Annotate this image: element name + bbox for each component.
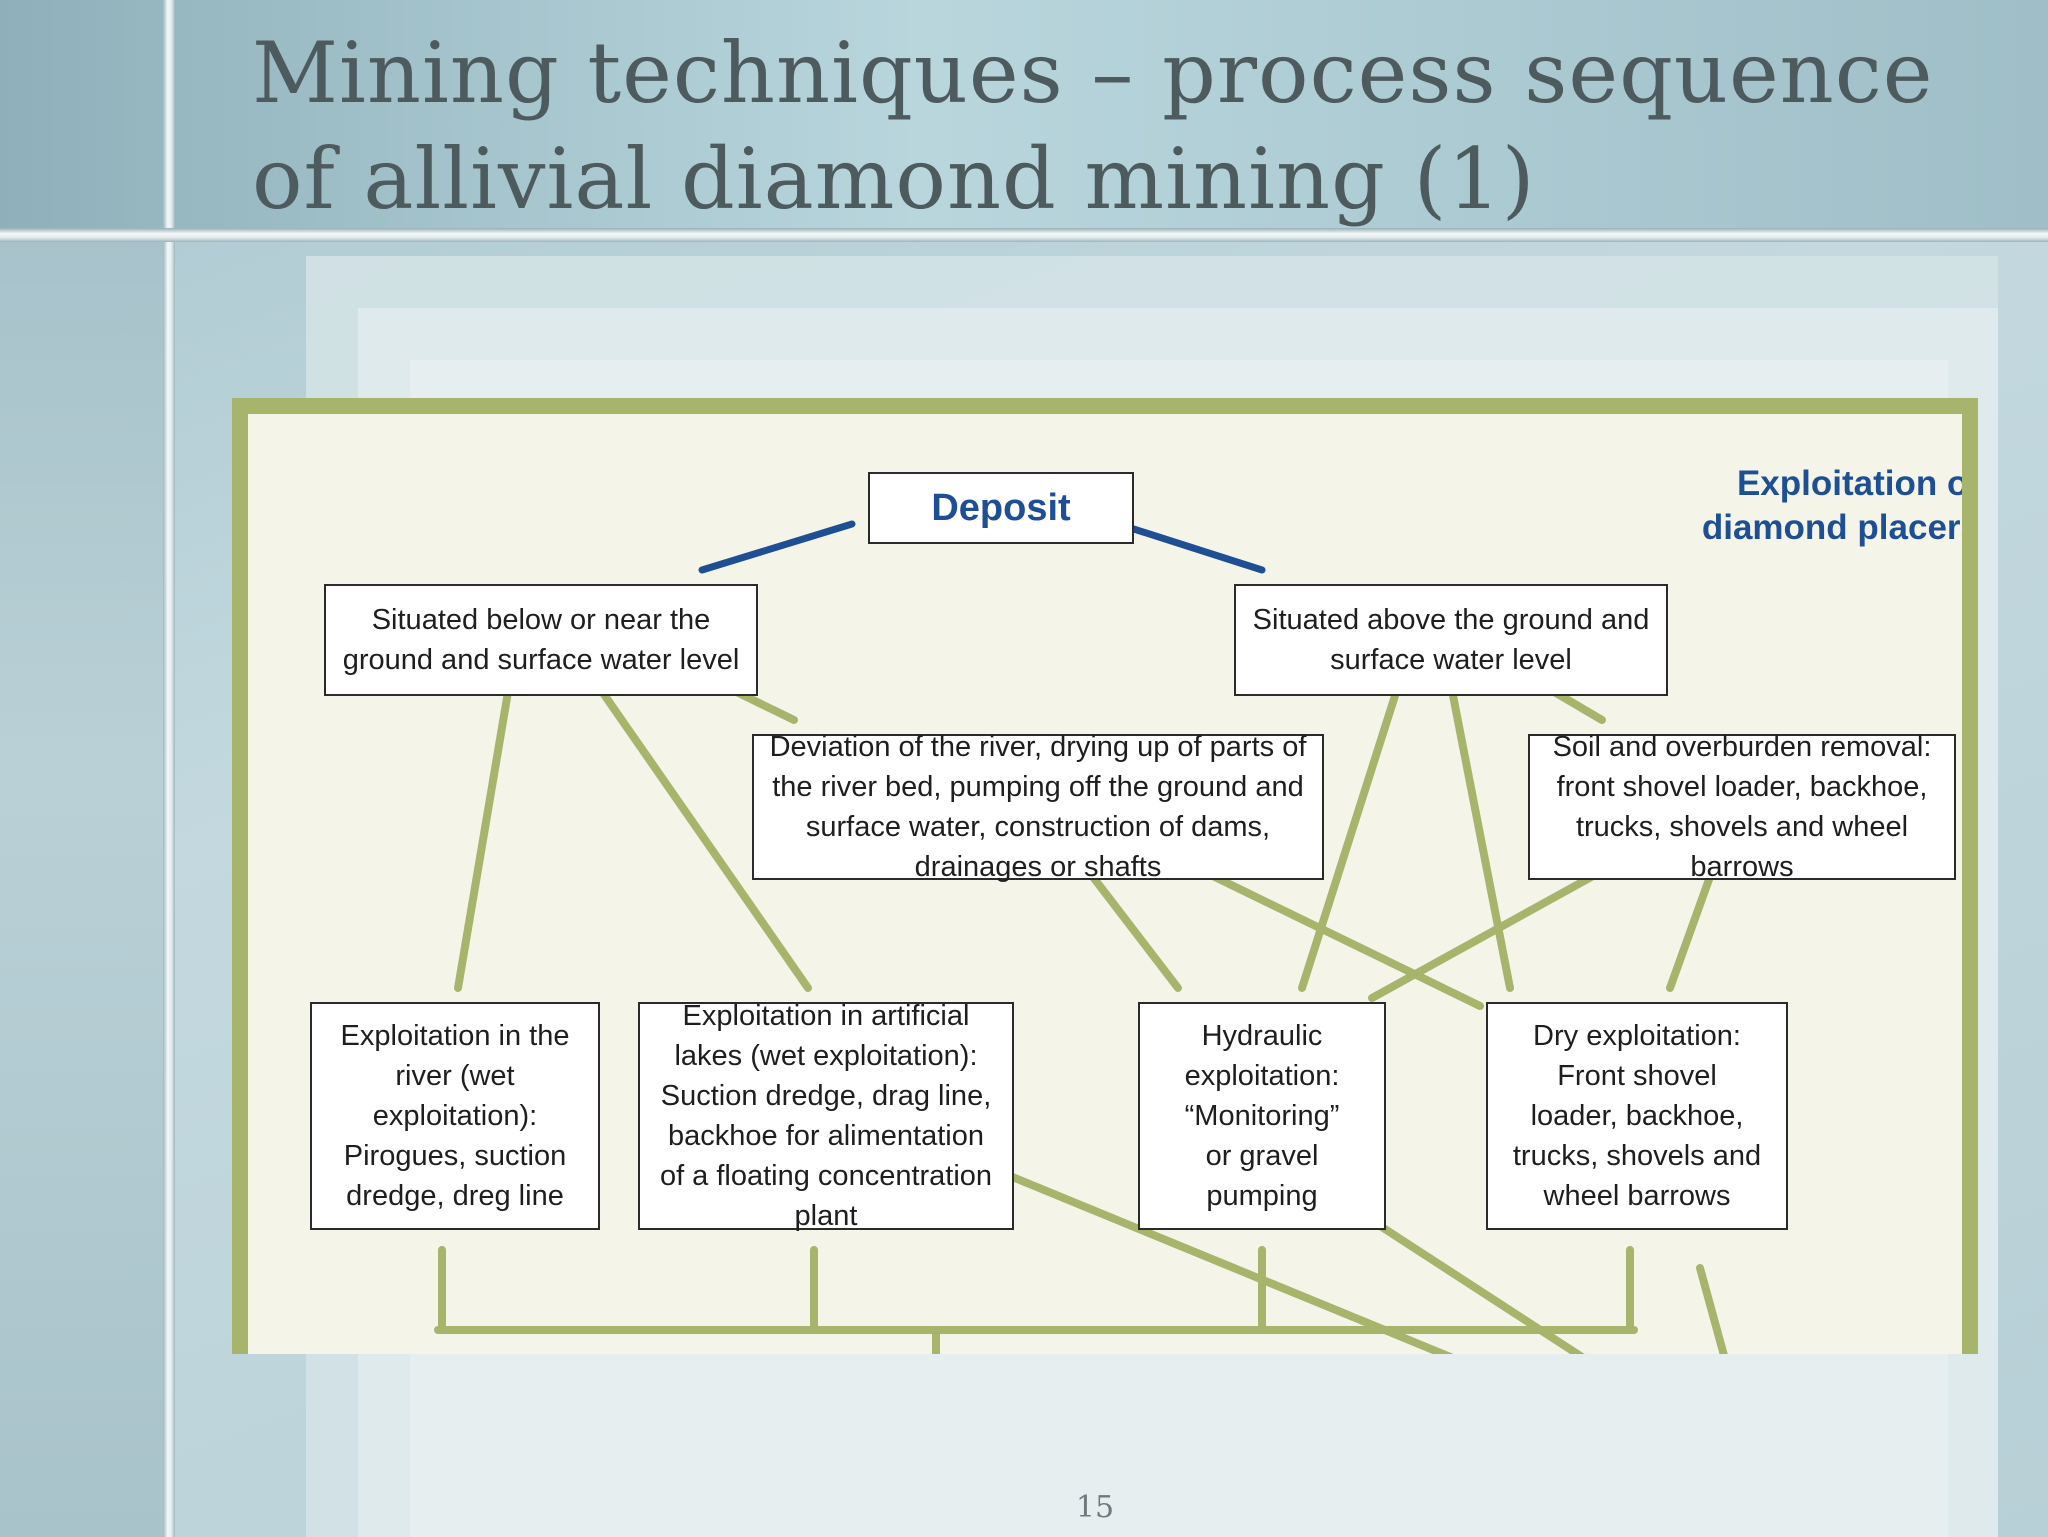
- connector-above-dry: [1446, 676, 1514, 992]
- connector-lakes-offpage: [1006, 1172, 1454, 1354]
- connector-soil-hydraulic: [1368, 856, 1626, 1002]
- node-soil-removal: Soil and overburden removal: front shove…: [1528, 731, 1956, 883]
- connector-deposit-below: [698, 520, 856, 574]
- left-background-band: [0, 0, 168, 1537]
- node-above-ground: Situated above the ground and surface wa…: [1234, 584, 1668, 696]
- vertical-divider-line: [163, 0, 175, 1537]
- diagram-figure: Exploitation of diamond placers Deposit …: [232, 398, 1978, 1354]
- connector-hydraulic-offpage: [1364, 1214, 1585, 1354]
- node-dry-exploitation: Dry exploitation: Front shovel loader, b…: [1486, 1002, 1788, 1230]
- horizontal-divider-line: [0, 228, 2048, 242]
- node-river-deviation: Deviation of the river, drying up of par…: [752, 731, 1324, 883]
- diagram-connectors: [434, 520, 1728, 1354]
- connector-below-river: [454, 676, 514, 992]
- node-river-exploitation: Exploitation in the river (wet exploitat…: [310, 1002, 600, 1230]
- node-hydraulic: Hydraulic exploitation: “Monitoring” or …: [1138, 1002, 1386, 1230]
- connector-dry-offpage: [1696, 1264, 1728, 1354]
- node-below-ground: Situated below or near the ground and su…: [324, 584, 758, 696]
- slide-title: Mining techniques – process sequence of …: [252, 24, 1934, 228]
- diagram-title: Exploitation of diamond placers: [1701, 464, 1978, 547]
- node-deposit: Deposit: [868, 472, 1134, 544]
- connector-below-lakes: [590, 676, 812, 992]
- title-band: [0, 0, 2048, 232]
- node-artificial-lakes: Exploitation in artificial lakes (wet ex…: [638, 1000, 1014, 1232]
- connector-above-hydraulic: [1298, 676, 1404, 992]
- page-number: 15: [1075, 1490, 1115, 1525]
- connector-deposit-above: [1114, 520, 1266, 574]
- connector-deviation-hydraulic: [1076, 856, 1182, 992]
- connector-soil-dry: [1666, 856, 1720, 992]
- connector-deviation-dry: [1176, 856, 1484, 1010]
